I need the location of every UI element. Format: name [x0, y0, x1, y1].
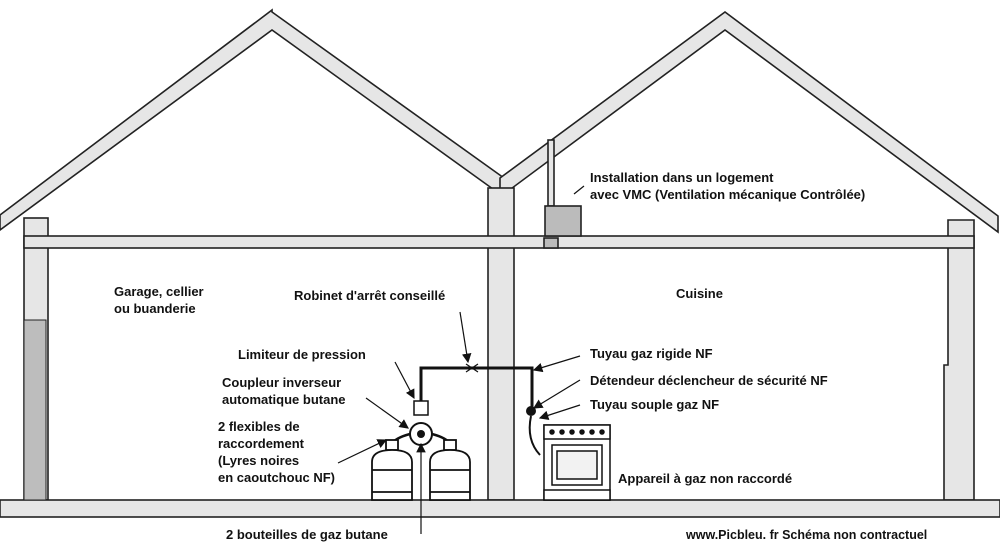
- leader-souple: [538, 404, 581, 420]
- flexibles-label-line2: raccordement: [218, 436, 304, 451]
- detendeur-label: Détendeur déclencheur de sécurité NF: [590, 373, 828, 388]
- coupleur-label-line1: Coupleur inverseur: [222, 375, 342, 390]
- coupleur-label: Coupleur inverseur automatique butane: [222, 374, 346, 408]
- flexibles-label-line3: (Lyres noires: [218, 453, 300, 468]
- vmc-grille: [543, 237, 559, 249]
- leader-rigide: [532, 355, 581, 373]
- leader-flexibles: [337, 439, 388, 464]
- vmc-label-line2: avec VMC (Ventilation mécanique Contrôlé…: [590, 187, 866, 202]
- limiteur-label: Limiteur de pression: [238, 347, 366, 362]
- flexibles-label-line1: 2 flexibles de: [218, 419, 300, 434]
- garage-door: [23, 319, 47, 501]
- coupleur-label-line2: automatique butane: [222, 392, 346, 407]
- leader-lines: [337, 185, 585, 534]
- leader-limiteur: [394, 361, 415, 400]
- gas-stove: [543, 424, 611, 501]
- vmc-box: [544, 205, 582, 237]
- vmc-label-line1: Installation dans un logement: [590, 170, 774, 185]
- leader-coupleur: [365, 397, 409, 429]
- flexibles-label-line4: en caoutchouc NF): [218, 470, 336, 485]
- garage-label-line1: Garage, cellier: [114, 284, 204, 299]
- central-wall: [487, 187, 515, 501]
- flexible-gas-hose: [528, 415, 541, 456]
- cuisine-label: Cuisine: [676, 286, 723, 301]
- leader-detendeur: [532, 379, 581, 409]
- left-roof: [0, 8, 505, 231]
- vmc-label: Installation dans un logement avec VMC (…: [590, 169, 865, 203]
- gas-pipe: [419, 366, 534, 415]
- pressure-limiter: [413, 400, 429, 416]
- tuyau-rigide-label: Tuyau gaz rigide NF: [590, 346, 713, 361]
- appareil-label: Appareil à gaz non raccordé: [618, 471, 793, 486]
- right-outer-wall: [943, 219, 975, 501]
- footer-credit: www.Picbleu. fr Schéma non contractuel: [686, 528, 928, 542]
- leader-robinet: [459, 311, 472, 364]
- pipe-arrow-right: [470, 363, 479, 373]
- tuyau-souple-label: Tuyau souple gaz NF: [590, 397, 720, 412]
- structure: [0, 8, 1000, 518]
- ceiling-beam: [23, 235, 975, 249]
- vmc-duct: [547, 139, 555, 207]
- flexibles-label: 2 flexibles de raccordement (Lyres noire…: [218, 418, 335, 486]
- bouteilles-label: 2 bouteilles de gaz butane: [226, 527, 388, 542]
- leader-vmc: [573, 185, 585, 195]
- coupler-core: [417, 430, 425, 438]
- garage-label: Garage, cellier ou buanderie: [114, 283, 204, 317]
- robinet-label: Robinet d'arrêt conseillé: [294, 288, 446, 303]
- floor-slab: [0, 499, 1000, 518]
- garage-label-line2: ou buanderie: [114, 301, 196, 316]
